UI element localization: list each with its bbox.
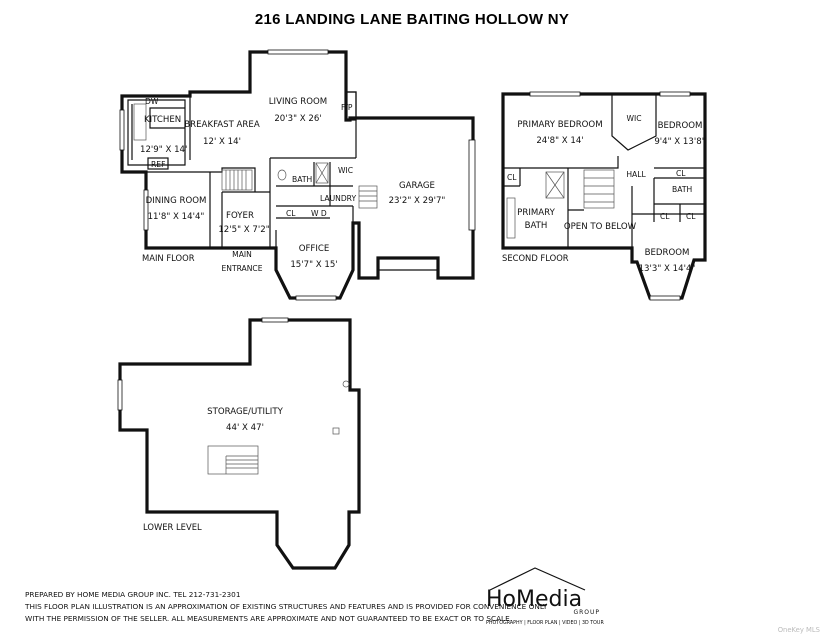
kitchen-label: KITCHEN [144,115,181,125]
laundry-label: LAUNDRY [320,194,356,203]
bedroom2-dim: 13'3" X 14'4" [639,264,696,274]
logo-tagline: PHOTOGRAPHY | FLOOR PLAN | VIDEO | 3D TO… [486,620,604,626]
wic-label-2: WIC [626,114,641,123]
cl-label-2a: CL [507,173,517,182]
lower-stairs [207,445,259,475]
cl-label-2c: CL [660,212,670,221]
dw-label: DW [145,97,159,106]
window [659,91,691,97]
lower-level: STORAGE/UTILITY 44' X 47' LOWER LEVEL [117,317,361,570]
window [117,379,123,411]
main-floor: DW KITCHEN 12'9" X 14' REF BREAKFAST ARE… [119,49,476,301]
fp-label: F/P [341,103,353,112]
watermark: OneKey MLS [778,626,820,634]
primary-bath-label-2: BATH [525,221,548,231]
storage-dim: 44' X 47' [226,423,264,433]
bath-label-2: BATH [672,185,692,194]
second-floor: PRIMARY BEDROOM 24'8" X 14' WIC BEDROOM … [501,91,707,301]
hall-label: HALL [626,170,646,179]
office-label: OFFICE [299,244,330,254]
logo-name: HoMedia [486,587,582,612]
shower [545,171,565,199]
utility-fixture [342,380,350,388]
foyer-stairs [221,169,253,191]
lower-level-label: LOWER LEVEL [143,522,202,532]
kitchen-dim: 12'9" X 14' [140,145,187,155]
window [529,91,581,97]
bedroom1-dim: 9'4" X 13'8" [654,137,705,147]
bedroom1-label: BEDROOM [658,121,703,131]
window [468,139,476,231]
primary-bath-label: PRIMARY [517,208,555,218]
footer-line-1: PREPARED BY HOME MEDIA GROUP INC. TEL 21… [25,590,240,599]
foyer-label: FOYER [226,211,254,221]
homedia-logo: HoMedia GROUP PHOTOGRAPHY | FLOOR PLAN |… [486,567,604,626]
window [261,317,289,323]
logo-roof-icon [489,567,586,591]
kitchen-counter [133,103,147,141]
primary-bedroom-dim: 24'8" X 14' [536,136,583,146]
foyer-dim: 12'5" X 7'2" [218,225,269,235]
cl-label-2b: CL [676,169,686,178]
wd-label: W D [311,209,327,218]
vanity [506,197,516,239]
utility-fixture [332,427,340,435]
window [119,109,125,151]
main-entrance-label-2: ENTRANCE [221,264,262,273]
footer-line-2: THIS FLOOR PLAN ILLUSTRATION IS AN APPRO… [24,602,548,611]
window [649,295,681,301]
garage-label: GARAGE [399,181,435,191]
storage-label: STORAGE/UTILITY [207,407,283,417]
bath-toilet [277,169,287,181]
main-floor-label: MAIN FLOOR [142,253,195,263]
bath-label: BATH [292,175,312,184]
kitchen-walls [127,99,186,166]
breakfast-dim: 12' X 14' [203,137,241,147]
footer-disclaimer: PREPARED BY HOME MEDIA GROUP INC. TEL 21… [24,590,548,623]
bath-shower [315,162,329,184]
logo-sub: GROUP [573,609,600,616]
living-dim: 20'3" X 26' [274,114,321,124]
window [143,189,149,231]
bedroom2-label: BEDROOM [645,248,690,258]
plan-title: 216 LANDING LANE BAITING HOLLOW NY [255,11,569,28]
main-floor-outline [120,50,475,300]
second-floor-stairs [583,169,615,209]
breakfast-label: BREAKFAST AREA [184,120,260,130]
office-dim: 15'7" X 15' [290,260,337,270]
second-floor-label: SECOND FLOOR [502,253,569,263]
living-label: LIVING ROOM [269,97,327,107]
second-floor-partitions [503,94,705,248]
main-entrance-label: MAIN [232,250,252,259]
primary-bedroom-label: PRIMARY BEDROOM [517,120,602,130]
window [267,49,329,55]
cl-label-2d: CL [686,212,696,221]
dining-label: DINING ROOM [146,196,207,206]
laundry-stairs [358,185,378,209]
open-below-label: OPEN TO BELOW [564,222,637,232]
footer-line-3: WITH THE PERMISSION OF THE SELLER. ALL M… [25,614,512,623]
ref-label: REF [151,160,165,169]
wic-label: WIC [338,166,353,175]
dining-dim: 11'8" X 14'4" [148,212,205,222]
garage-dim: 23'2" X 29'7" [389,196,446,206]
fireplace [345,91,357,121]
window [295,295,337,301]
ref-box [147,157,169,170]
cl-label: CL [286,209,296,218]
